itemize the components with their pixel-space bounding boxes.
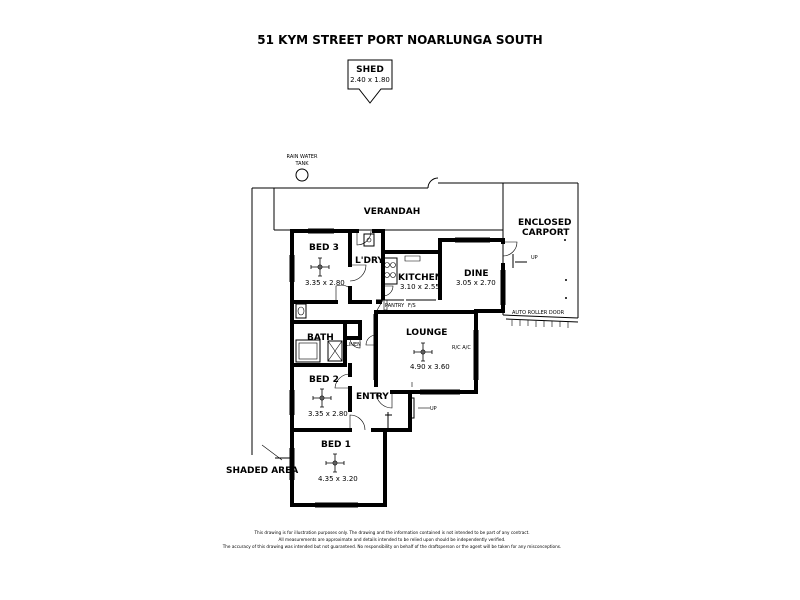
aircon-label: R/C A/C xyxy=(452,345,471,351)
disclaimer: This drawing is for illustration purpose… xyxy=(222,530,562,549)
lounge-label: LOUNGE xyxy=(406,328,447,338)
disclaimer-line2: All measurements are approximate and det… xyxy=(279,537,506,542)
lounge-dims: 4.90 x 3.60 xyxy=(410,363,450,371)
bed2-label: BED 2 xyxy=(309,375,339,385)
ceiling-fans xyxy=(310,257,433,473)
dine-dims: 3.05 x 2.70 xyxy=(456,279,496,287)
tank-label-line2: TANK xyxy=(294,161,309,167)
lounge-fan-icon xyxy=(413,342,433,362)
interior-walls xyxy=(290,229,442,432)
kitchen-label: KITCHEN xyxy=(398,273,442,283)
bed2-fan-icon xyxy=(312,388,332,408)
bed3-fan-icon xyxy=(310,257,330,277)
bed2-dims: 3.35 x 2.80 xyxy=(308,410,348,418)
room-labels: BED 3 3.35 x 2.80 L'DRY KITCHEN 3.10 x 2… xyxy=(305,243,496,483)
entry-up-label: UP xyxy=(430,406,437,412)
kitchen-dims: 3.10 x 2.55 xyxy=(400,283,440,291)
shaded-area-boundary: SHADED AREA xyxy=(226,188,298,476)
entry-step: UP xyxy=(385,406,437,428)
shed: SHED 2.40 x 1.80 xyxy=(347,59,393,104)
auto-roller-door-label: AUTO ROLLER DOOR xyxy=(512,310,565,316)
shed-dims: 2.40 x 1.80 xyxy=(350,76,390,84)
bed3-dims: 3.35 x 2.80 xyxy=(305,279,345,287)
exterior-walls xyxy=(290,229,505,507)
toilet-icon xyxy=(295,303,307,319)
tank-circle xyxy=(295,168,309,182)
disclaimer-line1: This drawing is for illustration purpose… xyxy=(253,530,529,535)
carport-up-label: UP xyxy=(531,255,538,261)
shaded-area-label: SHADED AREA xyxy=(226,466,298,476)
windows xyxy=(289,228,506,508)
door-swings xyxy=(334,230,518,431)
pantry-label: PANTRY xyxy=(385,303,405,309)
dine-label: DINE xyxy=(464,269,489,279)
fridge-space-label: F/S xyxy=(408,303,416,309)
verandah-label: VERANDAH xyxy=(364,207,421,217)
laundry-trough xyxy=(363,233,375,247)
rain-water-tank: RAIN WATER TANK xyxy=(287,154,318,182)
bed3-label: BED 3 xyxy=(309,243,339,253)
linen-label: LINEN xyxy=(346,342,361,348)
fixtures xyxy=(295,233,430,419)
carport-label-line1: ENCLOSED xyxy=(518,218,571,228)
disclaimer-line3: The accuracy of this drawing was intende… xyxy=(222,544,562,549)
bath-label: BATH xyxy=(307,333,334,343)
bed1-label: BED 1 xyxy=(321,440,351,450)
shower-icon xyxy=(327,340,343,362)
entry-label: ENTRY xyxy=(356,392,389,402)
plan-title: 51 KYM STREET PORT NOARLUNGA SOUTH xyxy=(257,33,542,47)
shed-label: SHED xyxy=(356,65,384,75)
carport-label-line2: CARPORT xyxy=(522,228,570,238)
stove-icon xyxy=(382,257,398,285)
tank-label-line1: RAIN WATER xyxy=(287,154,318,160)
kitchen-sink-icon xyxy=(404,255,421,262)
enclosed-carport: ENCLOSED CARPORT AUTO ROLLER DOOR UP xyxy=(502,183,579,328)
bathtub-icon xyxy=(295,339,321,363)
bed1-dims: 4.35 x 3.20 xyxy=(318,475,358,483)
bed1-fan-icon xyxy=(325,453,345,473)
laundry-label: L'DRY xyxy=(355,256,384,266)
